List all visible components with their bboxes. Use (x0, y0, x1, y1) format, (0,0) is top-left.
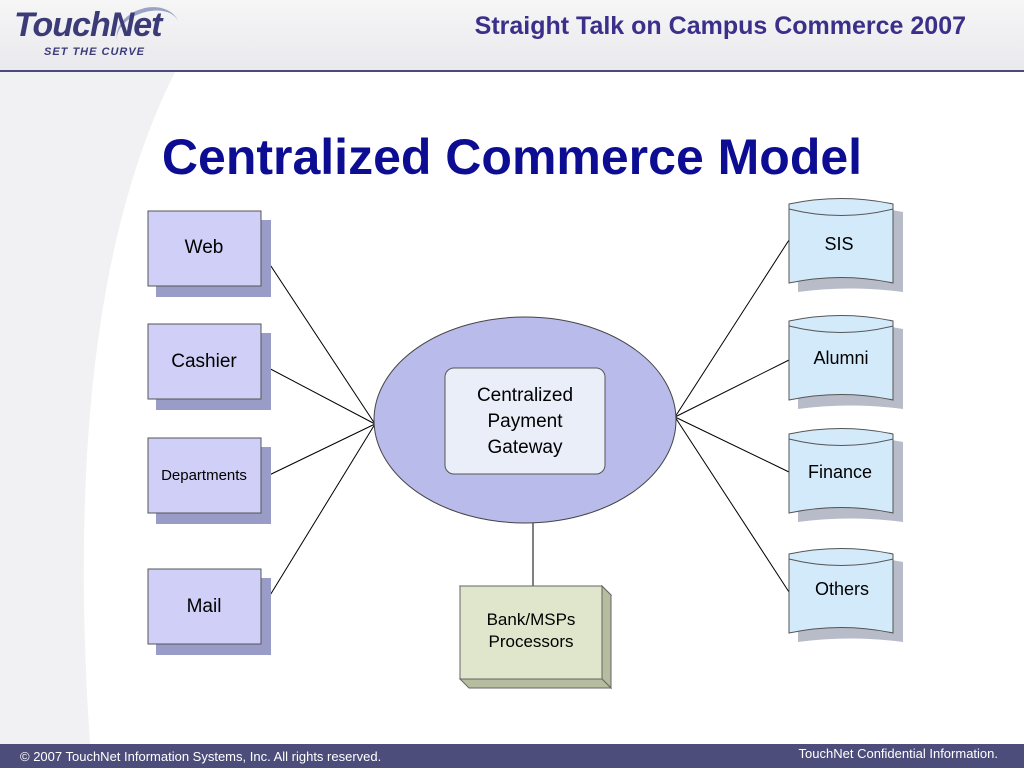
connector-departments (260, 423, 376, 480)
gateway-label-line3: Gateway (488, 437, 563, 458)
connector-others (674, 416, 790, 593)
gateway-label-line1: Centralized (477, 385, 573, 406)
gateway-label-line2: Payment (488, 411, 564, 432)
channel-departments: Departments (147, 437, 271, 524)
footer-bar: © 2007 TouchNet Information Systems, Inc… (0, 744, 1024, 768)
connector-finance (674, 416, 790, 473)
header-divider (0, 70, 1024, 72)
channel-mail: Mail (147, 568, 271, 655)
payment-gateway-hub: Centralized Payment Gateway (373, 316, 677, 524)
connector-lines (260, 239, 790, 611)
channel-departments-label: Departments (161, 467, 247, 484)
confidential-text: TouchNet Confidential Information. (798, 746, 998, 761)
connector-sis (674, 239, 790, 418)
system-sis-label: SIS (824, 234, 853, 254)
conference-title: Straight Talk on Campus Commerce 2007 (474, 12, 966, 40)
channel-cashier-label: Cashier (171, 351, 237, 372)
channel-web-label: Web (185, 237, 224, 258)
system-others: Others (788, 548, 903, 642)
slide-title: Centralized Commerce Model (161, 129, 863, 185)
connector-web (260, 250, 376, 425)
logo-wordmark: TouchNet (14, 6, 163, 44)
logo-tagline: SET THE CURVE (44, 46, 146, 58)
touchnet-logo: TouchNet SET THE CURVE (8, 0, 188, 65)
system-others-label: Others (815, 579, 869, 599)
system-finance: Finance (788, 428, 903, 522)
channel-mail-label: Mail (187, 596, 222, 617)
copyright-text: © 2007 TouchNet Information Systems, Inc… (20, 749, 382, 764)
system-alumni-label: Alumni (813, 348, 868, 368)
channel-cashier: Cashier (147, 323, 271, 410)
system-finance-label: Finance (808, 462, 872, 482)
system-alumni: Alumni (788, 315, 903, 409)
processors-label-line1: Bank/MSPs (487, 610, 576, 629)
connector-mail (260, 423, 376, 611)
processors-label-line2: Processors (488, 632, 573, 651)
channel-web: Web (147, 210, 271, 297)
bank-processors-box: Bank/MSPs Processors (458, 584, 613, 690)
connector-alumni (674, 359, 790, 418)
header-band (0, 0, 1024, 70)
system-sis: SIS (788, 198, 903, 292)
connector-cashier (260, 363, 376, 425)
